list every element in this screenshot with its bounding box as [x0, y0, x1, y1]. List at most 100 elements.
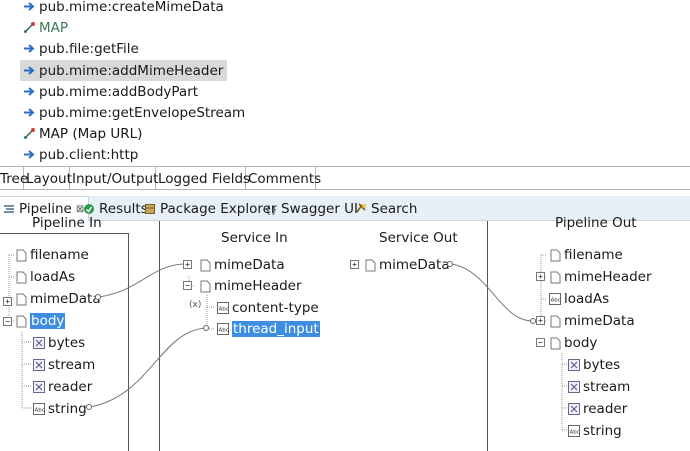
column-divider [487, 221, 488, 451]
header-pipeline-in: Pipeline In [32, 215, 102, 231]
invoke-arrow-icon [22, 42, 36, 56]
pipeline-in-top-border [0, 233, 129, 234]
expand-toggle[interactable]: + [3, 297, 12, 306]
invoke-arrow-icon [22, 64, 36, 78]
flow-step-add-body-part[interactable]: pub.mime:addBodyPart [20, 81, 202, 102]
string-icon: Abc [217, 302, 229, 315]
pipeline-out-body[interactable]: body [549, 333, 597, 353]
svg-text:Abc: Abc [35, 408, 45, 414]
svg-text:Abc: Abc [219, 307, 229, 313]
service-out-mimedata[interactable]: mimeData [364, 255, 450, 275]
flow-step-create-mime-data[interactable]: pub.mime:createMimeData [20, 0, 228, 17]
flow-step-add-mime-header[interactable]: pub.mime:addMimeHeader [20, 60, 228, 81]
string-icon: Abc [568, 425, 580, 438]
document-icon [549, 315, 561, 328]
document-icon [199, 259, 211, 272]
svg-text:{}: {} [265, 205, 277, 215]
pipeline-out-mimedata[interactable]: mimeData [549, 311, 635, 331]
view-tab-bar: Pipeline ⊠ Results Package Explorer {} S… [0, 196, 690, 221]
pipeline-out-bytes[interactable]: bytes [568, 355, 620, 375]
tab-tree[interactable]: Tree [0, 167, 28, 190]
flow-step-client-http[interactable]: pub.client:http [20, 144, 142, 165]
flow-step-get-envelope-stream[interactable]: pub.mime:getEnvelopeStream [20, 102, 249, 123]
service-in-mimeheader[interactable]: mimeHeader [199, 276, 302, 296]
results-icon [82, 202, 96, 216]
link-handle[interactable] [447, 261, 453, 267]
pipeline-out-mimeheader[interactable]: mimeHeader [549, 267, 652, 287]
pipeline-in-string[interactable]: Abc string [33, 401, 87, 417]
expand-toggle[interactable]: + [536, 316, 545, 325]
collapse-toggle[interactable]: − [3, 317, 12, 326]
pipeline-mapping-panel: Pipeline In Service In Service Out Pipel… [0, 215, 690, 451]
pipeline-in-bytes[interactable]: bytes [33, 333, 85, 353]
document-icon [199, 280, 211, 293]
pipeline-in-loadas[interactable]: loadAs [15, 267, 75, 287]
object-icon [568, 359, 580, 372]
package-explorer-icon [143, 202, 157, 216]
service-in-content-type[interactable]: Abc content-type [217, 300, 319, 316]
flow-step-map-url[interactable]: MAP (Map URL) [20, 123, 146, 144]
string-icon: Abc [549, 293, 561, 306]
document-icon [364, 259, 376, 272]
invoke-arrow-icon [22, 106, 36, 120]
pipeline-in-filename[interactable]: filename [15, 245, 89, 265]
column-divider [159, 221, 160, 451]
invoke-arrow-icon [22, 148, 36, 162]
tab-results[interactable]: Results [82, 196, 148, 221]
document-icon [15, 293, 27, 306]
pipeline-in-stream[interactable]: stream [33, 355, 95, 375]
tab-comments[interactable]: Comments [246, 167, 321, 190]
flow-step-get-file[interactable]: pub.file:getFile [20, 38, 143, 59]
tab-search[interactable]: Search [354, 196, 417, 221]
expand-toggle[interactable]: + [536, 272, 545, 281]
tab-layout[interactable]: Layout [24, 167, 72, 190]
variable-substitution-icon: (x) [189, 300, 202, 310]
tab-swagger-ui[interactable]: {} Swagger UI [264, 200, 359, 217]
link-handle[interactable] [530, 318, 536, 324]
header-service-out: Service Out [379, 230, 458, 246]
collapse-toggle[interactable]: + [183, 260, 192, 269]
document-icon [549, 337, 561, 350]
link-handle[interactable] [95, 294, 101, 300]
pipeline-in-reader[interactable]: reader [33, 377, 92, 397]
object-icon [568, 381, 580, 394]
pipeline-out-reader[interactable]: reader [568, 399, 627, 419]
collapse-toggle[interactable]: − [536, 338, 545, 347]
search-icon [354, 202, 368, 216]
link-handle[interactable] [86, 404, 92, 410]
pipeline-out-filename[interactable]: filename [549, 245, 623, 265]
svg-text:Abc: Abc [219, 328, 229, 334]
link-handle[interactable] [203, 325, 209, 331]
flow-step-map[interactable]: MAP [20, 17, 72, 38]
pipeline-in-border [128, 233, 129, 451]
pipeline-in-body[interactable]: body [15, 311, 66, 331]
collapse-toggle[interactable]: − [183, 281, 192, 290]
document-icon [15, 315, 27, 328]
invoke-arrow-icon [22, 85, 36, 99]
document-icon [15, 271, 27, 284]
tab-pipeline[interactable]: Pipeline ⊠ [0, 196, 90, 221]
mapping-links [89, 263, 534, 408]
document-icon [549, 249, 561, 262]
swagger-icon: {} [264, 202, 278, 216]
document-icon [15, 249, 27, 262]
string-icon: Abc [217, 323, 229, 336]
tab-package-explorer[interactable]: Package Explorer [143, 196, 276, 221]
service-in-thread-input[interactable]: Abc thread_input [217, 321, 320, 337]
tab-input-output[interactable]: Input/Output [70, 167, 158, 190]
pipeline-in-mimedata[interactable]: mimeData [15, 289, 101, 309]
expand-toggle[interactable]: + [350, 260, 359, 269]
tab-logged-fields[interactable]: Logged Fields [156, 167, 250, 190]
pipeline-out-string[interactable]: Abc string [568, 423, 622, 439]
object-icon [33, 359, 45, 372]
pipeline-out-stream[interactable]: stream [568, 377, 630, 397]
header-service-in: Service In [221, 230, 288, 246]
pipeline-out-loadas[interactable]: Abc loadAs [549, 291, 610, 307]
pipeline-icon [2, 202, 16, 216]
close-icon[interactable]: ⊠ [75, 203, 85, 215]
invoke-arrow-icon [22, 0, 36, 14]
svg-text:Abc: Abc [551, 298, 561, 304]
service-in-mimedata[interactable]: mimeData [199, 255, 285, 275]
flow-step-list: pub.mime:createMimeData MAP pub.file:get… [0, 0, 690, 166]
header-pipeline-out: Pipeline Out [555, 215, 637, 231]
